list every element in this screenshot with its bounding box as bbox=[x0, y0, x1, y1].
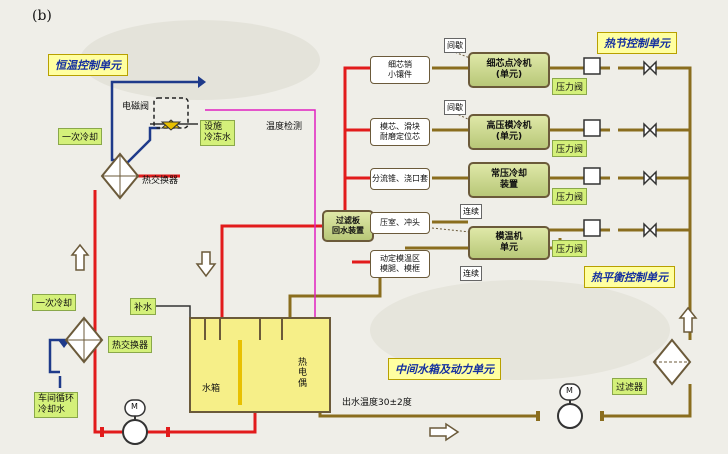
label-pressure-valve-2: 压力阀 bbox=[552, 140, 588, 157]
box-diverter: 分流锥、浇口套 bbox=[370, 168, 430, 190]
label-water-tank: 水箱 bbox=[202, 384, 221, 394]
label-heat-exchanger-bottom: 热交换器 bbox=[108, 336, 153, 353]
pump-right-label: M bbox=[566, 386, 573, 395]
right-arrow-icon bbox=[429, 422, 460, 442]
temperature-signal-line bbox=[205, 109, 316, 400]
pump-right bbox=[557, 383, 583, 429]
valve-icon bbox=[643, 60, 657, 76]
tag-continuous-1: 连续 bbox=[460, 204, 482, 219]
down-arrow-icon bbox=[195, 251, 217, 278]
cold-pipe bbox=[119, 126, 160, 171]
supply-pipe bbox=[288, 270, 382, 318]
valve-icon bbox=[643, 222, 657, 238]
tag-continuous-2: 连续 bbox=[460, 266, 482, 281]
supply-pipe bbox=[618, 66, 692, 340]
up-arrow-icon bbox=[678, 306, 698, 333]
unit-np-cooler: 常压冷却 装置 bbox=[468, 162, 550, 198]
bg-shade bbox=[370, 280, 670, 380]
label-make-up-water: 补水 bbox=[130, 298, 157, 315]
tank-inlets bbox=[204, 318, 283, 340]
flanges bbox=[536, 411, 604, 421]
hot-pipe bbox=[210, 412, 257, 434]
tag-intermittent-2: 间歇 bbox=[444, 100, 466, 115]
supply-pipe bbox=[600, 384, 692, 418]
bg-shade bbox=[80, 20, 320, 100]
heat-exchanger-bottom bbox=[64, 316, 104, 364]
tag-intermittent-1: 间歇 bbox=[444, 38, 466, 53]
filter-return-device: 过滤板 回水装置 bbox=[322, 210, 374, 242]
pressure-valve-icon bbox=[583, 57, 601, 75]
title-heat-regulation: 热节控制单元 bbox=[597, 32, 677, 54]
label-primary-cooling-top: 一次冷却 bbox=[58, 128, 103, 145]
label-workshop-cooling: 车间循环 冷却水 bbox=[34, 392, 79, 418]
label-pressure-valve-4: 压力阀 bbox=[552, 240, 588, 257]
hot-pipe bbox=[343, 66, 378, 210]
box-punch: 压室、冲头 bbox=[370, 212, 430, 234]
signal-lines bbox=[130, 123, 198, 318]
unit-spot-cooler: 细芯点冷机 (单元) bbox=[468, 52, 550, 88]
label-outlet-temp: 出水温度30±2度 bbox=[342, 398, 412, 408]
filter-icon bbox=[652, 338, 692, 386]
box-mold-core: 模芯、滑块 耐磨定位芯 bbox=[370, 118, 430, 146]
arrow-head bbox=[198, 76, 206, 88]
valve-icon bbox=[643, 122, 657, 138]
up-arrow-icon bbox=[70, 243, 90, 271]
label-pressure-valve-3: 压力阀 bbox=[552, 188, 588, 205]
pressure-valve-icon bbox=[583, 119, 601, 137]
hot-pipe bbox=[220, 224, 322, 318]
hot-pipe bbox=[93, 190, 210, 434]
cold-pipe bbox=[48, 338, 70, 374]
pressure-valve-icon bbox=[583, 167, 601, 185]
box-mold-zone: 动定模温区 模腿、模框 bbox=[370, 250, 430, 278]
title-heat-balance: 热平衡控制单元 bbox=[584, 266, 675, 288]
panel-label: (b) bbox=[32, 8, 52, 24]
unit-hp-cooler: 高压模冷机 (单元) bbox=[468, 114, 550, 150]
label-heat-exchanger-top: 热交换器 bbox=[142, 176, 179, 186]
title-intermediate: 中间水箱及动力单元 bbox=[388, 358, 501, 380]
label-pressure-valve-1: 压力阀 bbox=[552, 78, 588, 95]
heat-exchanger-top bbox=[100, 152, 140, 200]
supply-pipe bbox=[318, 412, 540, 418]
flow-arrows bbox=[70, 243, 698, 442]
valve-icon bbox=[643, 170, 657, 186]
flanges bbox=[100, 427, 170, 437]
box-thin-core: 细芯销 小镶件 bbox=[370, 56, 430, 84]
label-facility-cold-water: 设施 冷冻水 bbox=[200, 120, 236, 146]
check-valves bbox=[643, 60, 657, 238]
pressure-valve-icon bbox=[583, 219, 601, 237]
solenoid-valve-icon bbox=[160, 121, 182, 131]
pump-left bbox=[122, 399, 148, 445]
label-temperature-detect: 温度检测 bbox=[266, 122, 303, 132]
label-filter: 过滤器 bbox=[612, 378, 648, 395]
label-primary-cooling-bottom: 一次冷却 bbox=[32, 294, 77, 311]
label-thermocouple: 热 电 偶 bbox=[298, 358, 308, 389]
unit-mold-temp: 模温机 单元 bbox=[468, 226, 550, 260]
title-thermostatic: 恒温控制单元 bbox=[48, 54, 128, 76]
pressure-valve-icons bbox=[583, 57, 601, 237]
label-solenoid-valve: 电磁阀 bbox=[122, 102, 150, 112]
pump-left-label: M bbox=[131, 402, 138, 411]
